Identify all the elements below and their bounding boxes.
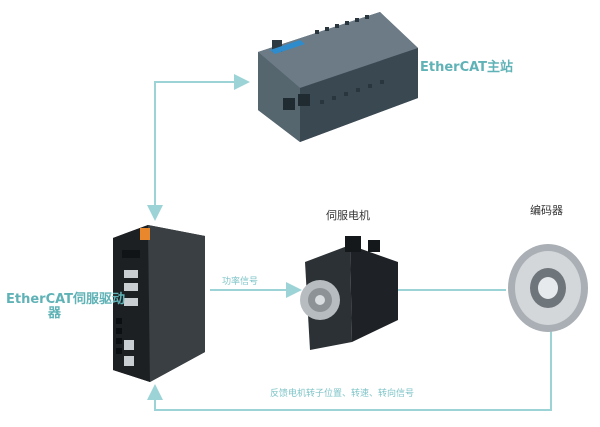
motor-label: 伺服电机 (326, 209, 370, 222)
master-label: EtherCAT主站 (420, 60, 514, 75)
plc-device-icon (258, 12, 418, 142)
power-signal-label: 功率信号 (222, 277, 259, 287)
encoder-label: 编码器 (530, 204, 563, 217)
drive-label-line1: EtherCAT伺服驱动 (6, 292, 126, 307)
servo-motor-icon (300, 236, 398, 350)
connector-feedback (147, 330, 552, 411)
connector-master-drive (147, 74, 250, 221)
feedback-label: 反馈电机转子位置、转速、转向信号 (270, 389, 415, 399)
servo-drive-icon (113, 225, 205, 382)
encoder-icon (508, 244, 588, 332)
drive-label-line2: 器 (48, 306, 62, 321)
